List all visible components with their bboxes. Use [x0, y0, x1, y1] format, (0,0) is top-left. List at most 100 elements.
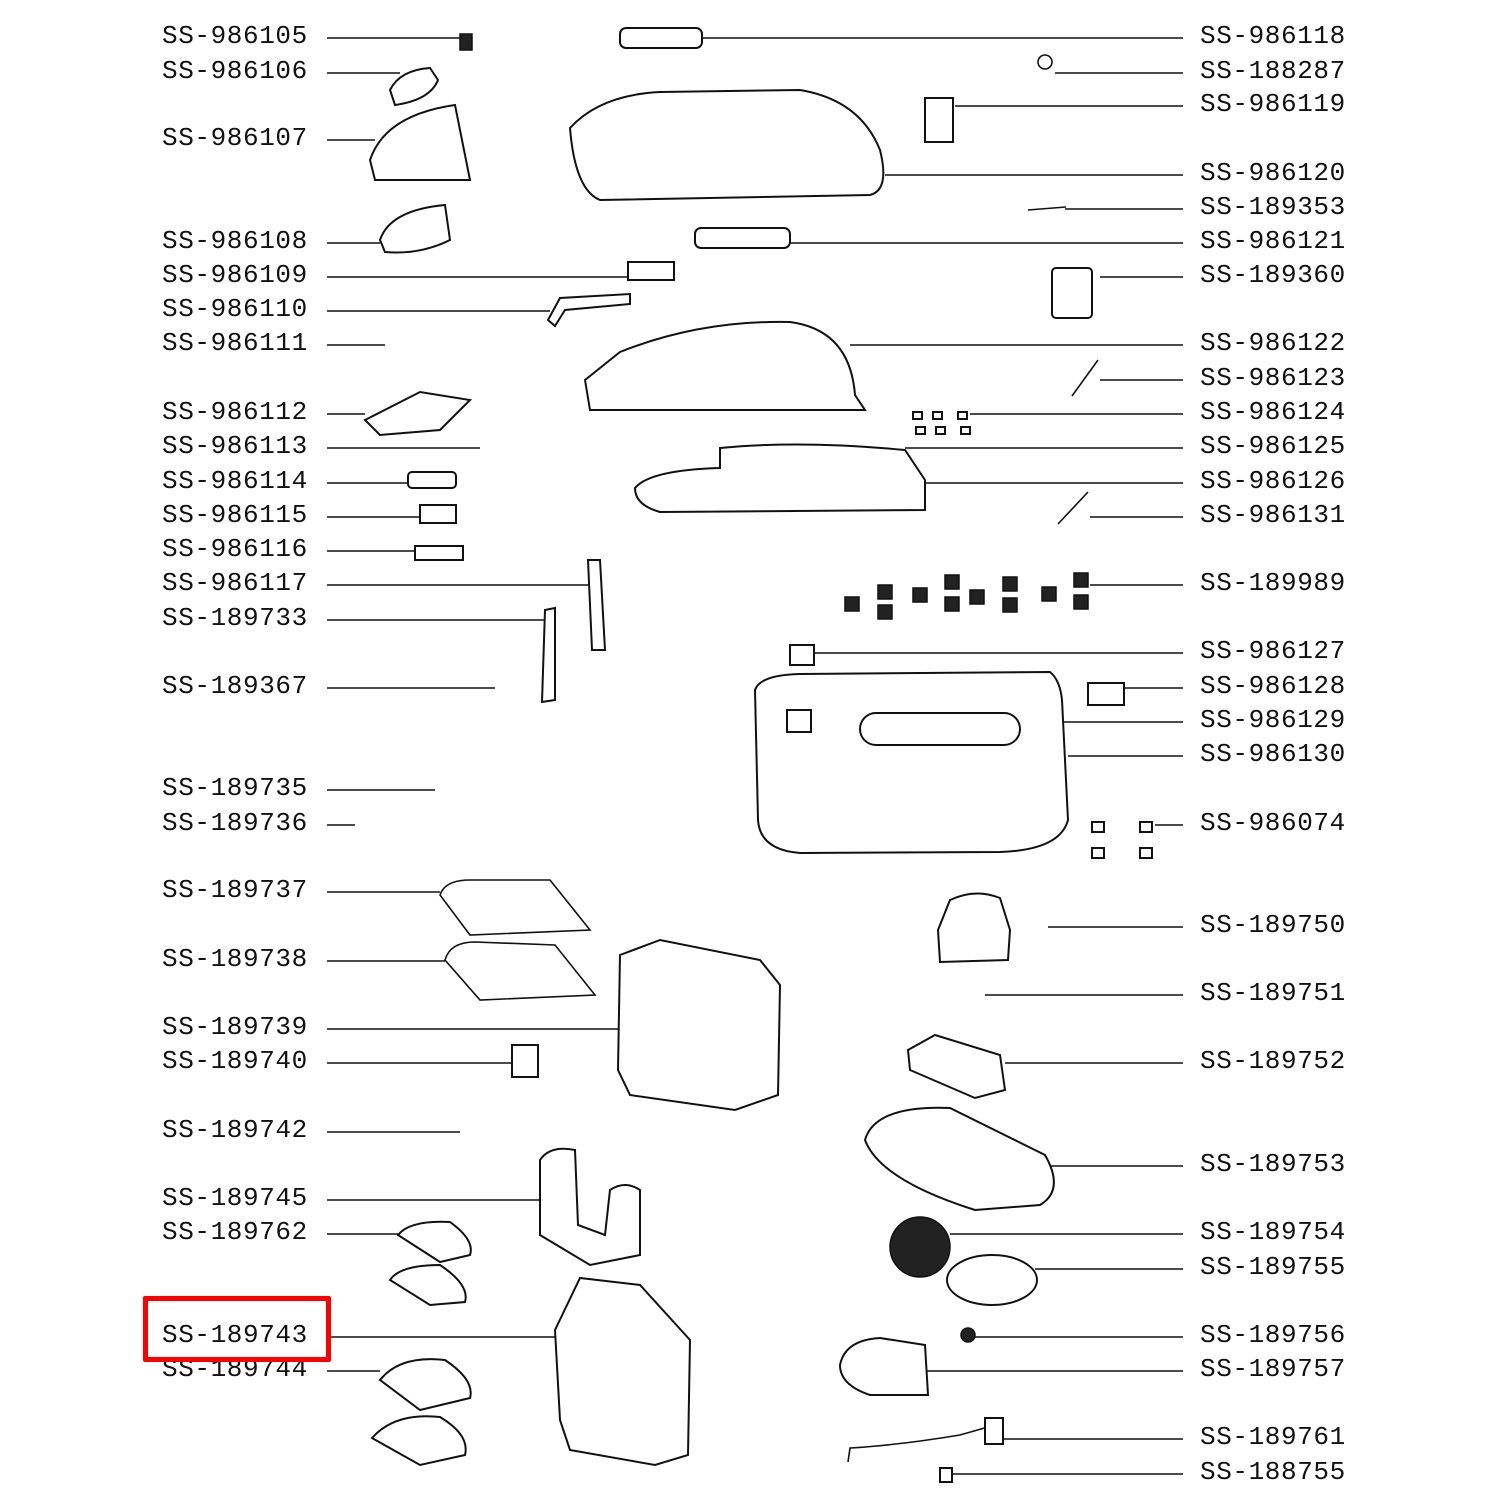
right-part-label[interactable]: SS-986123 — [1200, 363, 1346, 393]
right-part-label[interactable]: SS-188287 — [1200, 56, 1346, 86]
left-part-label[interactable]: SS-986112 — [162, 397, 308, 427]
vent-grille — [859, 712, 1021, 746]
small-gear — [960, 1327, 976, 1343]
right-part-label[interactable]: SS-188755 — [1200, 1457, 1346, 1487]
drive-belt — [838, 1336, 930, 1396]
right-part-label[interactable]: SS-986124 — [1200, 397, 1346, 427]
clip-hook — [1037, 54, 1053, 70]
left-part-label[interactable]: SS-189733 — [162, 603, 308, 633]
paddle — [396, 1220, 472, 1264]
kneading-blade-2 — [370, 1415, 467, 1467]
left-part-label[interactable]: SS-986111 — [162, 328, 308, 358]
right-part-label[interactable]: SS-189751 — [1200, 978, 1346, 1008]
right-part-label[interactable]: SS-189761 — [1200, 1422, 1346, 1452]
left-part-label[interactable]: SS-986114 — [162, 466, 308, 496]
left-part-label[interactable]: SS-986115 — [162, 500, 308, 530]
right-part-label[interactable]: SS-189753 — [1200, 1149, 1346, 1179]
right-part-label[interactable]: SS-986127 — [1200, 636, 1346, 666]
left-part-label[interactable]: SS-986116 — [162, 534, 308, 564]
pan-holder — [539, 1147, 641, 1267]
cord-clip — [939, 1467, 953, 1483]
right-part-label[interactable]: SS-189989 — [1200, 568, 1346, 598]
control-panel — [368, 103, 472, 181]
right-part-label[interactable]: SS-189750 — [1200, 910, 1346, 940]
right-part-label[interactable]: SS-986118 — [1200, 21, 1346, 51]
highlight-box — [143, 1296, 331, 1362]
right-part-label[interactable]: SS-986131 — [1200, 500, 1346, 530]
motor-bracket — [906, 1033, 1007, 1100]
control-board — [363, 390, 473, 437]
sensor — [924, 97, 954, 143]
left-part-label[interactable]: SS-189735 — [162, 773, 308, 803]
paddle-2 — [388, 1263, 467, 1307]
left-part-label[interactable]: SS-189737 — [162, 875, 308, 905]
right-part-label[interactable]: SS-986128 — [1200, 671, 1346, 701]
wire-lead-2 — [1057, 491, 1089, 525]
motor — [936, 892, 1012, 964]
button-panel — [378, 203, 452, 254]
bread-pan — [553, 1276, 692, 1467]
left-part-label[interactable]: SS-189739 — [162, 1012, 308, 1042]
right-part-label[interactable]: SS-189360 — [1200, 260, 1346, 290]
lid-frame — [633, 443, 926, 514]
baking-chamber — [616, 938, 782, 1112]
left-part-label[interactable]: SS-986117 — [162, 568, 308, 598]
heating-element-2 — [444, 941, 597, 1001]
circuit-board — [586, 559, 607, 651]
left-part-label[interactable]: SS-986113 — [162, 431, 308, 461]
right-part-label[interactable]: SS-189752 — [1200, 1046, 1346, 1076]
key — [694, 227, 791, 249]
right-part-label[interactable]: SS-986130 — [1200, 739, 1346, 769]
left-part-label[interactable]: SS-986108 — [162, 226, 308, 256]
right-part-label[interactable]: SS-986125 — [1200, 431, 1346, 461]
left-part-label[interactable]: SS-986107 — [162, 123, 308, 153]
latch — [1087, 682, 1125, 706]
left-part-label[interactable]: SS-189740 — [162, 1046, 308, 1076]
clip — [414, 545, 464, 561]
main-housing — [753, 670, 1070, 855]
lid-window — [619, 27, 703, 49]
screws — [912, 411, 971, 435]
left-part-label[interactable]: SS-986110 — [162, 294, 308, 324]
left-part-label[interactable]: SS-189745 — [162, 1183, 308, 1213]
lever — [546, 292, 631, 328]
right-part-label[interactable]: SS-189754 — [1200, 1217, 1346, 1247]
power-cord — [847, 1424, 996, 1463]
right-part-label[interactable]: SS-986120 — [1200, 158, 1346, 188]
right-part-label[interactable]: SS-189757 — [1200, 1354, 1346, 1384]
left-part-label[interactable]: SS-189367 — [162, 671, 308, 701]
left-part-label[interactable]: SS-189736 — [162, 808, 308, 838]
right-part-label[interactable]: SS-986129 — [1200, 705, 1346, 735]
base-plate — [863, 1106, 1055, 1212]
kneading-blade — [378, 1358, 472, 1412]
plug — [984, 1417, 1004, 1445]
small-part — [627, 261, 675, 281]
left-part-label[interactable]: SS-986105 — [162, 21, 308, 51]
left-part-label[interactable]: SS-189762 — [162, 1217, 308, 1247]
right-part-label[interactable]: SS-986122 — [1200, 328, 1346, 358]
right-part-label[interactable]: SS-189755 — [1200, 1252, 1346, 1282]
left-part-label[interactable]: SS-189743 — [162, 1320, 308, 1350]
right-part-label[interactable]: SS-189353 — [1200, 192, 1346, 222]
right-part-label[interactable]: SS-986119 — [1200, 89, 1346, 119]
left-part-label[interactable]: SS-986109 — [162, 260, 308, 290]
upper-housing — [583, 320, 867, 411]
right-part-label[interactable]: SS-189756 — [1200, 1320, 1346, 1350]
square-plate-2 — [786, 709, 812, 733]
left-part-label[interactable]: SS-986106 — [162, 56, 308, 86]
cup-shape — [1051, 267, 1093, 319]
top-cover — [568, 88, 885, 202]
right-part-label[interactable]: SS-986126 — [1200, 466, 1346, 496]
right-part-label[interactable]: SS-986121 — [1200, 226, 1346, 256]
handle-part — [388, 66, 440, 107]
thermal-fuse — [1027, 206, 1067, 211]
right-part-label[interactable]: SS-986074 — [1200, 808, 1346, 838]
heating-element — [439, 879, 592, 936]
left-part-label[interactable]: SS-189742 — [162, 1115, 308, 1145]
left-part-label[interactable]: SS-189738 — [162, 944, 308, 974]
terminal-block — [511, 1044, 539, 1078]
circuit-board-2 — [540, 606, 556, 704]
gear-wheel — [889, 1216, 951, 1278]
